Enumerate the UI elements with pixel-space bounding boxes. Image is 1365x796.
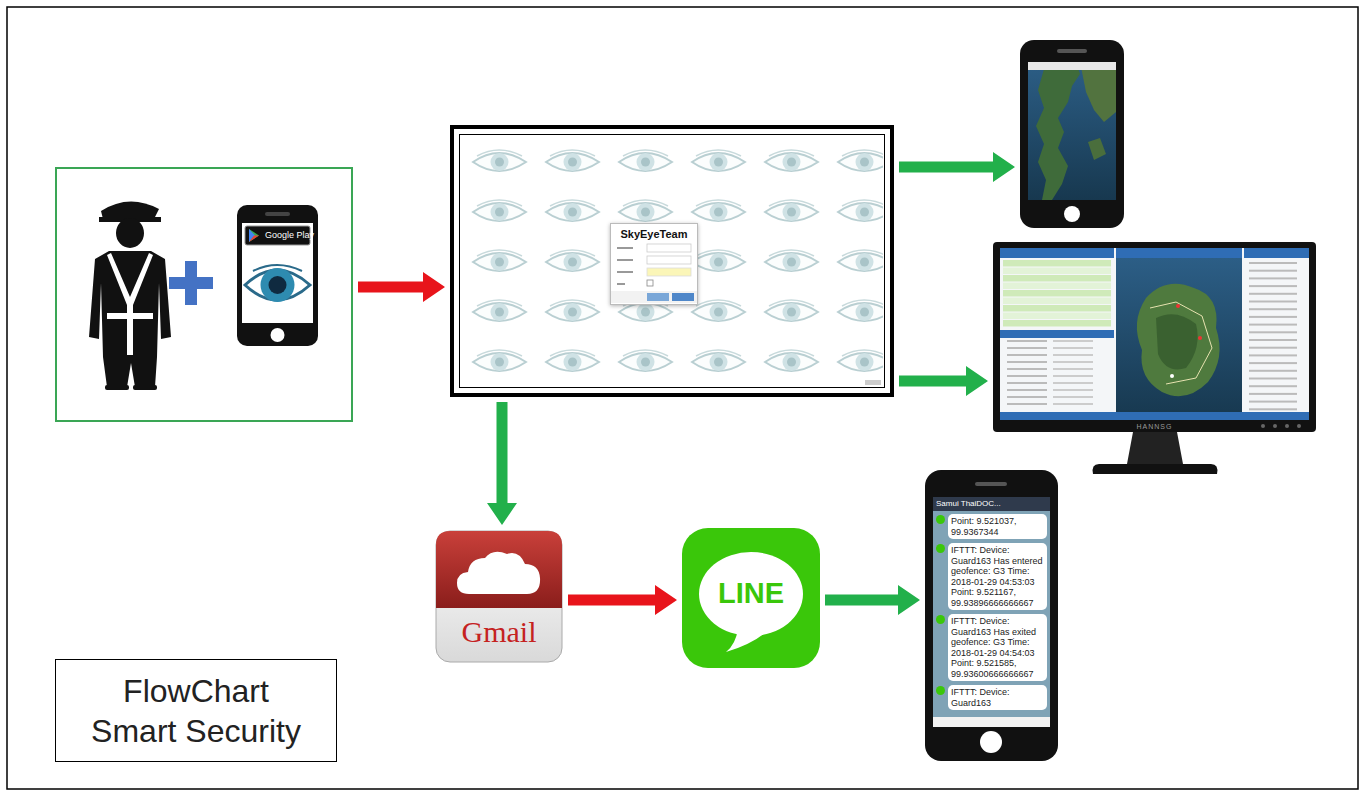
flow-arrow [487, 402, 517, 525]
chat-bubble: IFTTT: Device: Guard163 Has entered geof… [948, 543, 1047, 610]
title-box: FlowChart Smart Security [55, 659, 337, 762]
gmail-text: Gmail [435, 614, 563, 650]
smartphone-app-wrap [237, 205, 318, 346]
chat-row: IFTTT: Device: Guard163 Has entered geof… [936, 543, 1047, 610]
chat-body: Point: 9.521037, 99.9367344IFTTT: Device… [933, 511, 1050, 717]
smartphone-app [237, 205, 318, 346]
gmail-icon: Gmail [435, 530, 563, 663]
plus-sign-wrap [167, 261, 215, 305]
monitor-brand: HANNSG [993, 422, 1316, 431]
monitor-body-wrap [993, 242, 1316, 482]
chat-avatar [936, 544, 945, 553]
login-dialog: SkyEyeTeam [610, 223, 698, 305]
chat-message: IFTTT: Device: Guard163 [951, 687, 1044, 708]
guard-figure [79, 187, 179, 393]
dialog-fields-wrap [611, 241, 697, 303]
map-phone-body-wrap [1020, 40, 1124, 228]
guard-figure-wrap [79, 187, 179, 393]
login-screen: SkyEyeTeam [450, 125, 894, 397]
chat-title: Samui ThaiDOC... [936, 499, 1047, 509]
phone-speaker [925, 470, 1058, 500]
plus-sign [167, 261, 215, 305]
flow-arrow [899, 152, 1015, 182]
chat-bubble: IFTTT: Device: Guard163 [948, 685, 1047, 710]
flow-arrow [825, 585, 920, 615]
flow-arrow [899, 366, 988, 396]
title-text: FlowChart Smart Security [84, 671, 309, 751]
flow-arrow [358, 272, 445, 302]
phone-speaker-wrap [925, 470, 1058, 500]
flow-arrow [568, 585, 677, 615]
chat-screen: Samui ThaiDOC... Point: 9.521037, 99.9367… [933, 497, 1050, 727]
dialog-fields [611, 241, 697, 303]
home-button [980, 731, 1002, 753]
chat-bubble: Point: 9.521037, 99.9367344 [948, 514, 1047, 539]
chat-row: Point: 9.521037, 99.9367344 [936, 514, 1047, 539]
chat-message: IFTTT: Device: Guard163 Has entered geof… [951, 545, 1044, 608]
store-badge-text: Google Play [265, 230, 314, 241]
map-phone [1020, 40, 1124, 228]
chat-bubble: IFTTT: Device: Guard163 Has exited geofe… [948, 614, 1047, 681]
line-text: LINE [682, 576, 820, 610]
dashboard-monitor: HANNSG [993, 242, 1316, 482]
chat-header: Samui ThaiDOC... [933, 497, 1050, 511]
chat-avatar [936, 686, 945, 695]
map-phone-body [1020, 40, 1124, 228]
chat-message: Point: 9.521037, 99.9367344 [951, 516, 1044, 537]
chat-row: IFTTT: Device: Guard163 [936, 685, 1047, 710]
chat-phone: Samui ThaiDOC... Point: 9.521037, 99.9367… [925, 470, 1058, 761]
chat-avatar [936, 615, 945, 624]
monitor-body [993, 242, 1316, 482]
line-icon: LINE [682, 528, 820, 668]
chat-avatar [936, 515, 945, 524]
chat-message: IFTTT: Device: Guard163 Has exited geofe… [951, 616, 1044, 679]
guard-app-box: Google Play [55, 167, 353, 422]
chat-row: IFTTT: Device: Guard163 Has exited geofe… [936, 614, 1047, 681]
dialog-title: SkyEyeTeam [611, 224, 697, 241]
chat-input-bar [933, 717, 1050, 727]
